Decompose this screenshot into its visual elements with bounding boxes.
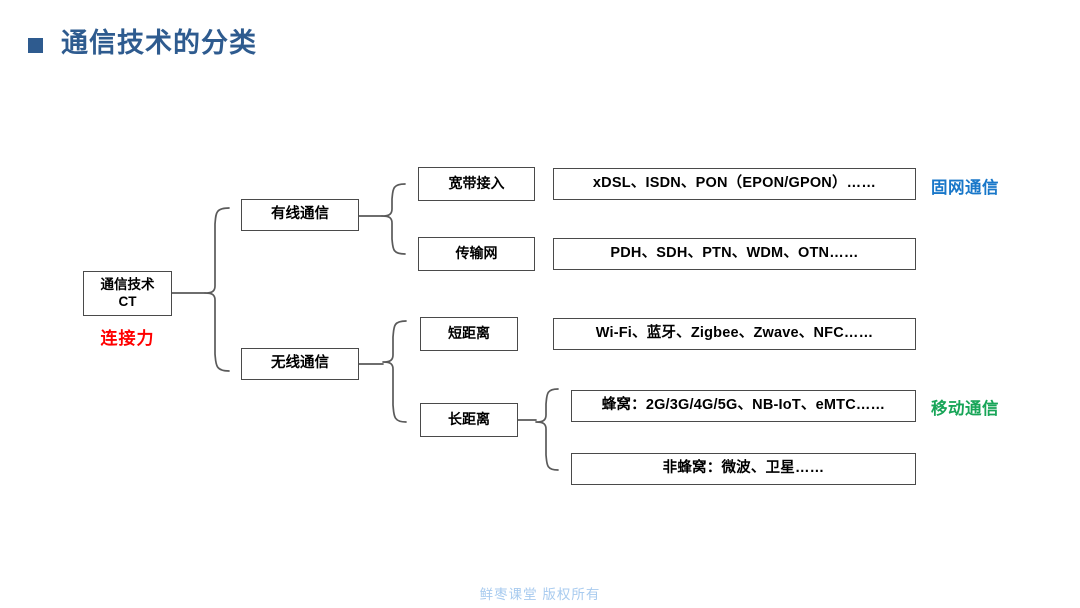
brace-root (204, 207, 230, 372)
node-long-range[interactable]: 长距离 (420, 403, 518, 437)
brace-wireless (382, 320, 407, 423)
square-bullet-icon (28, 38, 43, 53)
node-wired-communication[interactable]: 有线通信 (241, 199, 359, 231)
leaf-non-cellular-technologies[interactable]: 非蜂窝：微波、卫星…… (571, 453, 916, 485)
side-label-mobile-network: 移动通信 (931, 400, 999, 418)
node-transport-network[interactable]: 传输网 (418, 237, 535, 271)
leaf-short-range-technologies[interactable]: Wi-Fi、蓝牙、Zigbee、Zwave、NFC…… (553, 318, 916, 350)
node-broadband-access[interactable]: 宽带接入 (418, 167, 535, 201)
node-wireless-communication[interactable]: 无线通信 (241, 348, 359, 380)
root-tagline: 连接力 (100, 329, 155, 348)
node-root-ct[interactable]: 通信技术 CT (83, 271, 172, 316)
leaf-broadband-technologies[interactable]: xDSL、ISDN、PON（EPON/GPON）…… (553, 168, 916, 200)
brace-long-range (535, 388, 559, 471)
side-label-fixed-network: 固网通信 (931, 179, 999, 197)
page-title: 通信技术的分类 (28, 30, 257, 57)
leaf-transport-technologies[interactable]: PDH、SDH、PTN、WDM、OTN…… (553, 238, 916, 270)
leaf-cellular-technologies[interactable]: 蜂窝：2G/3G/4G/5G、NB-IoT、eMTC…… (571, 390, 916, 422)
brace-wired (381, 183, 406, 255)
node-short-range[interactable]: 短距离 (420, 317, 518, 351)
node-root-line2: CT (118, 293, 137, 309)
footer-copyright: 鲜枣课堂 版权所有 (479, 587, 601, 602)
page-title-text: 通信技术的分类 (61, 28, 257, 58)
node-root-line1: 通信技术 (100, 277, 155, 293)
